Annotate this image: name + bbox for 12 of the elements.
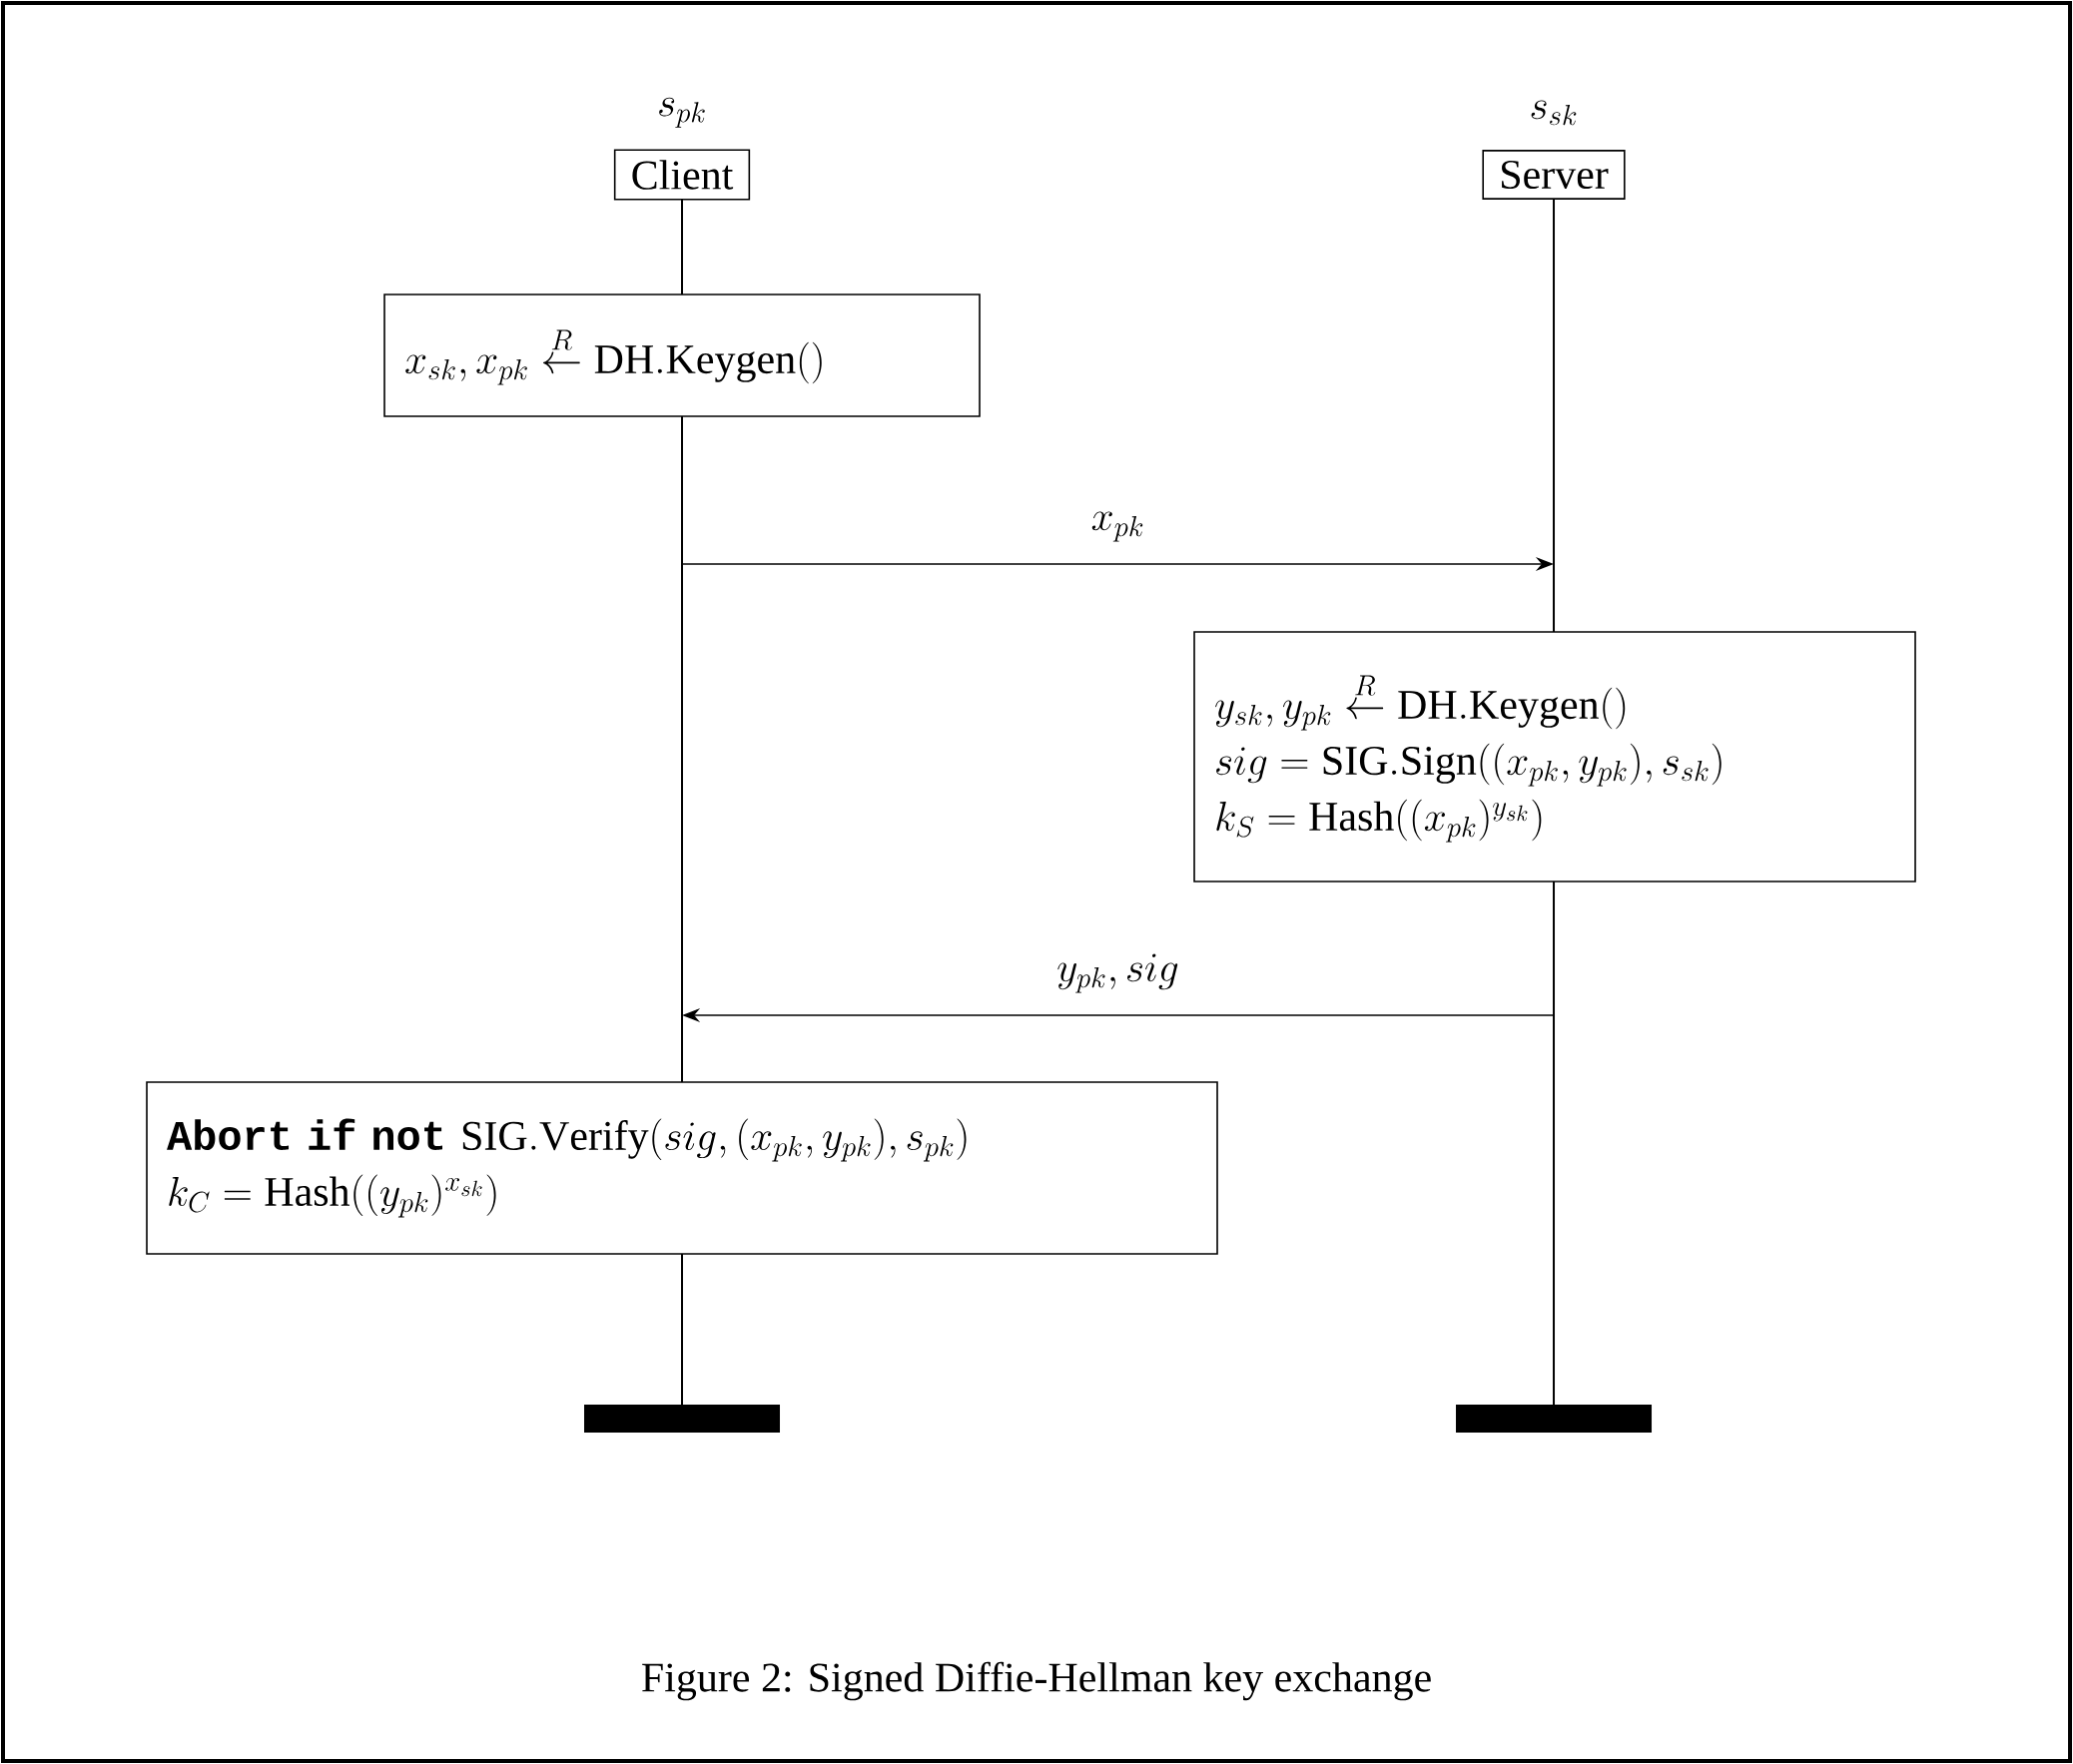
lifeline-end-bar [584, 1405, 780, 1433]
message-label: $y_{pk}, sig$ [1057, 953, 1178, 993]
process-box: $\texttt{\textbf{Abort if not }}\mathrm{SIG.Verify}(sig, (x_{pk}, y_{pk}), s_{pk})$ $k_C = \mathrm{Hash}((y_{pk})^{x_{sk}})$ [146, 1081, 1218, 1255]
process-box: $y_{sk}, y_{pk} \overset{R}{\leftarrow} \mathrm{DH.Keygen}()$ $sig = \mathrm{SIG.Sign}((x_{pk}, y_{pk}), s_{sk})$ $k_S = \mathrm{Hash}((x_{pk})^{y_{sk}})$ [1193, 631, 1916, 882]
process-box: $x_{sk}, x_{pk} \overset{R}{\leftarrow} \mathrm{DH.Keygen}()$ [383, 294, 981, 417]
key-label: $s_{sk}$ [1531, 100, 1577, 126]
participant-box: Client [613, 149, 751, 201]
participant-box: Server [1482, 150, 1626, 200]
key-label: $s_{pk}$ [659, 97, 705, 128]
message-label: $x_{pk}$ [1091, 511, 1143, 542]
figure-caption: Figure 2: Signed Diffie-Hellman key exchange [642, 1661, 1431, 1701]
lifeline-end-bar [1456, 1405, 1652, 1433]
